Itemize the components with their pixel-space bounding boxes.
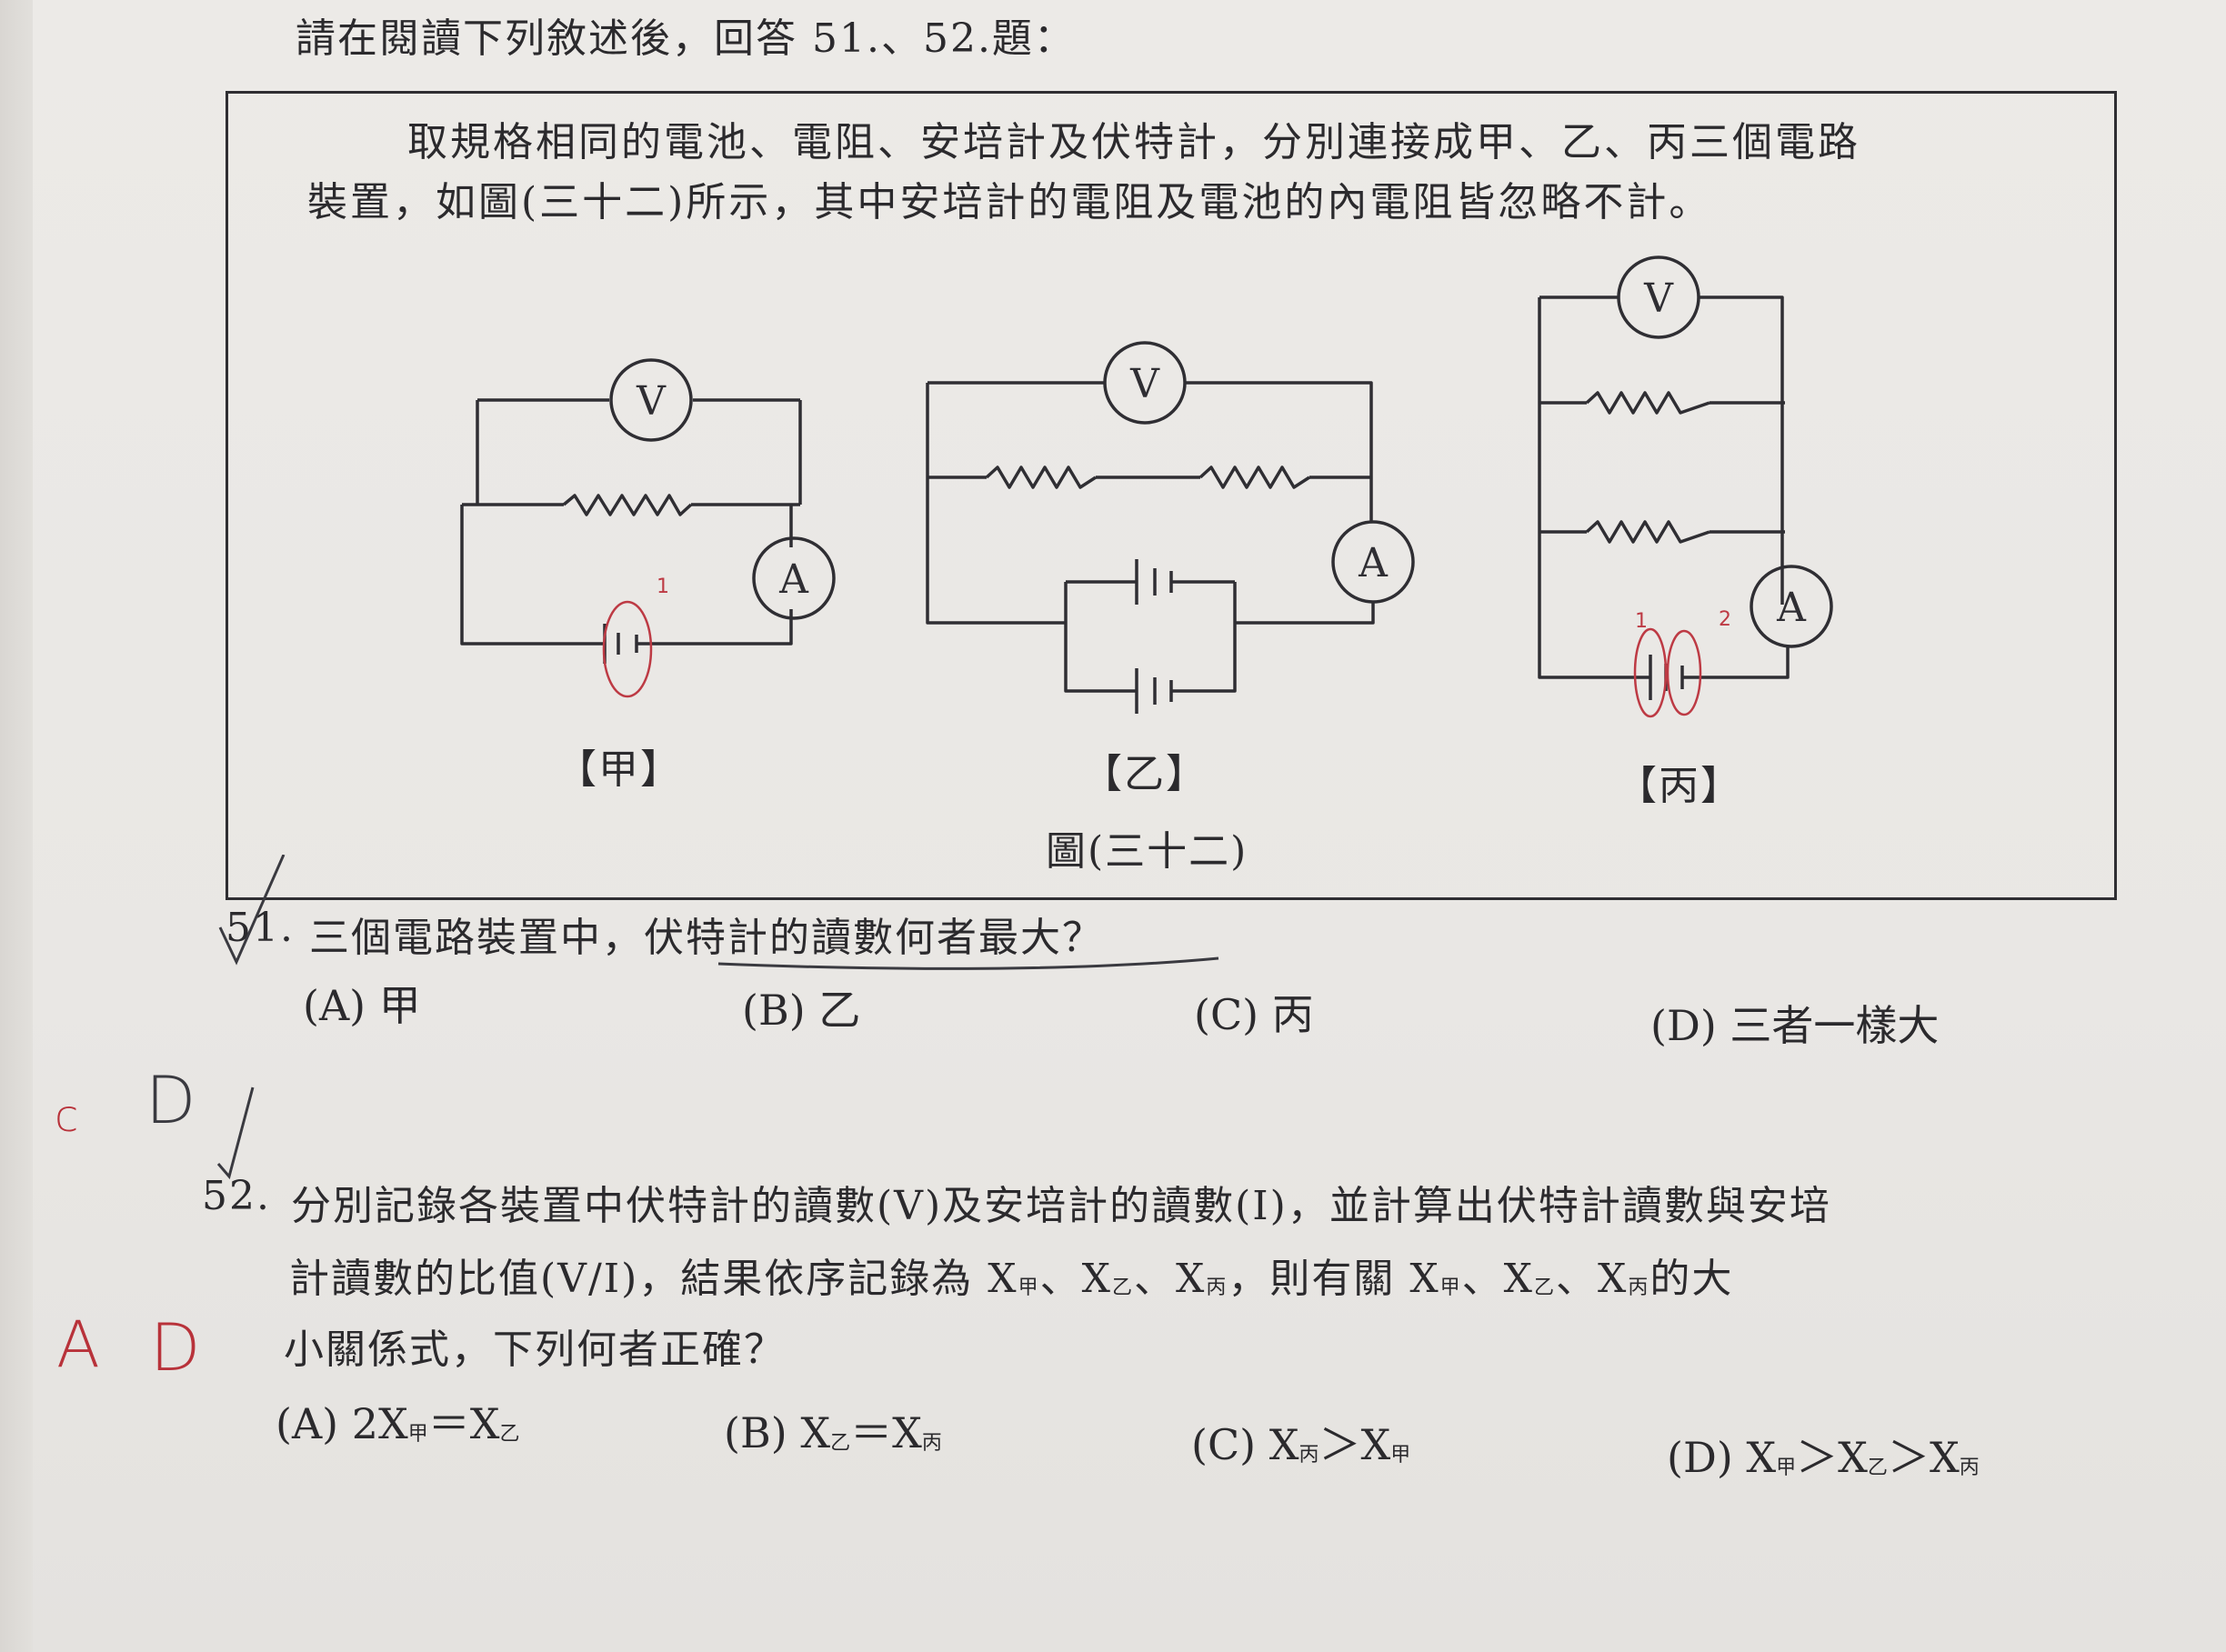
page-edge: [0, 0, 33, 1652]
yi-voltmeter: [1103, 341, 1187, 425]
q51-pen-marks: [218, 855, 1219, 970]
q51-option-a[interactable]: (A) 甲: [303, 981, 421, 1030]
handwritten-c: c: [55, 1091, 79, 1142]
circuit-yi: [926, 341, 1415, 714]
yi-wire-right: [1235, 602, 1375, 625]
bing-resistor-1: [1585, 391, 1710, 415]
q52-number: 52.: [202, 1173, 271, 1219]
label-yi: 【乙】: [1082, 751, 1208, 797]
q52-option-b[interactable]: (B) X乙＝X丙: [724, 1408, 942, 1457]
handwritten-d-2: D: [150, 1309, 201, 1386]
intro-instruction: 請在閱讀下列敘述後，回答 51.、52.題：: [296, 15, 1076, 62]
bing-voltmeter: [1617, 255, 1700, 339]
q52-check-mark: [216, 1086, 255, 1180]
jia-ammeter: [752, 536, 836, 620]
bing-voltmeter-symbol: V: [1643, 275, 1674, 322]
jia-wire-left: [460, 400, 802, 646]
figure-caption: 圖(三十二): [1046, 828, 1248, 875]
circuit-figure: V A V A V A 1 1 2: [460, 255, 1833, 718]
q52-line-2: 計讀數的比值(V/I)，結果依序記錄為 X甲、X乙、X丙，則有關 X甲、X乙、X…: [289, 1256, 1734, 1302]
yi-battery-1: [1135, 559, 1173, 605]
jia-resistor: [562, 494, 693, 516]
q51-option-c[interactable]: (C) 丙: [1194, 990, 1314, 1039]
bing-wire-left: [1538, 297, 1790, 679]
q51-check-mark: [218, 855, 286, 966]
yi-battery-group: [1064, 580, 1237, 693]
q51-option-d[interactable]: (D) 三者一樣大: [1650, 1001, 1940, 1050]
q52-option-a[interactable]: (A) 2X甲＝X乙: [276, 1399, 520, 1448]
q51-stem: 三個電路裝置中，伏特計的讀數何者最大？: [309, 915, 1104, 961]
yi-ammeter-symbol: A: [1358, 540, 1389, 586]
label-jia: 【甲】: [556, 746, 682, 793]
q52-option-c[interactable]: (C) X丙＞X甲: [1191, 1420, 1411, 1469]
yi-battery-2: [1135, 668, 1173, 714]
handwritten-d-1: D: [145, 1062, 196, 1138]
bing-ammeter-symbol: A: [1776, 585, 1807, 631]
bing-battery-circle-1: [1633, 627, 1668, 718]
bing-ammeter: [1750, 565, 1833, 648]
q52-line-1: 分別記錄各裝置中伏特計的讀數(V)及安培計的讀數(I)，並計算出伏特計讀數與安培: [291, 1183, 1831, 1229]
passage-line-1: 取規格相同的電池、電阻、安培計及伏特計，分別連接成甲、乙、丙三個電路: [407, 119, 1860, 165]
q51-underline: [717, 956, 1219, 970]
circuit-jia: [460, 358, 836, 664]
bing-resistor-2: [1585, 520, 1710, 544]
yi-resistor-1: [985, 466, 1097, 489]
circuit-bing: [1538, 255, 1833, 700]
bing-wire-top: [1539, 295, 1784, 605]
yi-resistor-2: [1198, 466, 1310, 489]
q51-option-b[interactable]: (B) 乙: [742, 986, 861, 1035]
bing-annotation-2: 2: [1719, 608, 1731, 631]
jia-annotation: 1: [657, 576, 669, 598]
bing-annotation-1: 1: [1635, 610, 1648, 633]
yi-voltmeter-symbol: V: [1129, 361, 1160, 407]
q52-line-3: 小關係式，下列何者正確？: [284, 1327, 786, 1373]
label-bing: 【丙】: [1617, 763, 1742, 809]
jia-voltmeter: [609, 358, 693, 442]
jia-voltmeter-symbol: V: [636, 378, 667, 425]
jia-battery: [603, 624, 638, 664]
jia-ammeter-symbol: A: [778, 556, 809, 603]
jia-battery-circle: [602, 600, 653, 698]
passage-line-2: 裝置，如圖(三十二)所示，其中安培計的電阻及電池的內電阻皆忽略不計。: [307, 179, 1712, 225]
bing-battery-circle-2: [1666, 629, 1702, 716]
yi-wire-left: [926, 383, 1066, 625]
handwritten-a: A: [56, 1307, 100, 1382]
exam-page: [33, 0, 2226, 1652]
passage-box: [226, 91, 2117, 900]
q52-option-d[interactable]: (D) X甲＞X乙＞X丙: [1667, 1433, 1980, 1482]
